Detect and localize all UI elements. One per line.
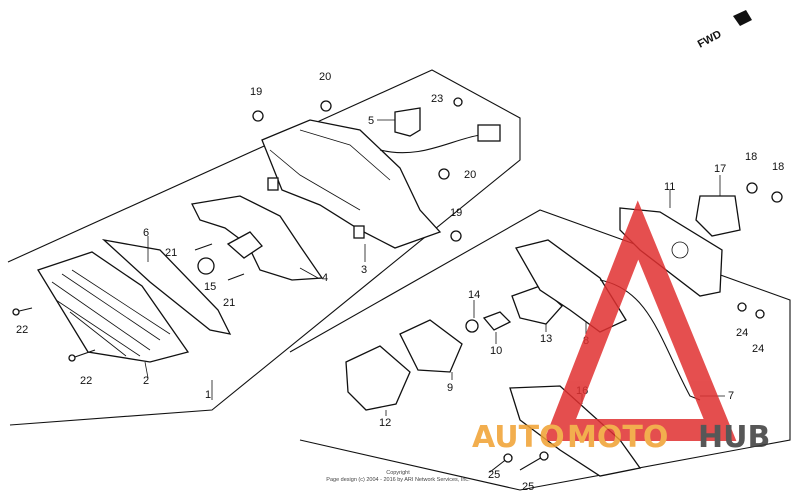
- label-15: 15: [204, 281, 216, 293]
- watermark-auto: AUTO: [472, 420, 565, 455]
- label-5: 5: [368, 115, 374, 127]
- label-3: 3: [361, 264, 367, 276]
- license-socket: [482, 311, 512, 331]
- watermark-triangle-icon: [543, 200, 737, 441]
- label-20b: 20: [464, 169, 476, 181]
- license-lamp: [345, 345, 411, 411]
- label-19b: 19: [450, 207, 462, 219]
- label-11: 11: [664, 181, 675, 193]
- bracket: [394, 107, 421, 137]
- label-25a: 25: [488, 469, 500, 481]
- watermark-moto: MOTO: [567, 420, 668, 455]
- label-13: 13: [540, 333, 552, 345]
- label-17: 17: [714, 163, 726, 175]
- label-24a: 24: [736, 327, 748, 339]
- label-21b: 21: [223, 297, 235, 309]
- bulb-socket: [226, 231, 263, 259]
- rear-reflector: [695, 195, 741, 237]
- harness-wire: [379, 134, 481, 154]
- label-19a: 19: [250, 86, 262, 98]
- label-23: 23: [431, 93, 443, 105]
- fwd-arrow-icon: FWD: [696, 10, 752, 51]
- label-20a: 20: [319, 71, 331, 83]
- label-6: 6: [143, 227, 149, 239]
- fwd-label: FWD: [696, 28, 724, 50]
- label-4: 4: [322, 272, 328, 284]
- label-9: 9: [447, 382, 453, 394]
- label-14: 14: [468, 289, 480, 301]
- automotohub-watermark: AUTO MOTO HUB: [472, 200, 770, 455]
- harness-connector: [477, 124, 501, 142]
- label-21a: 21: [165, 247, 177, 259]
- label-12: 12: [379, 417, 391, 429]
- reflector: [191, 195, 324, 281]
- copyright-line-2: Page design (c) 2004 - 2016 by ARI Netwo…: [326, 477, 470, 483]
- label-7: 7: [728, 390, 734, 402]
- lens-gasket: [101, 238, 232, 335]
- lamp-cover: [399, 319, 463, 373]
- rear-housing-panel: [7, 69, 521, 426]
- license-bulb: [465, 319, 479, 333]
- label-18a: 18: [745, 151, 757, 163]
- rear-housing: [261, 119, 442, 249]
- label-25b: 25: [522, 481, 534, 493]
- tail-lens: [37, 251, 190, 363]
- label-24b: 24: [752, 343, 764, 355]
- screws: [12, 97, 783, 473]
- watermark-hub: HUB: [698, 420, 770, 455]
- label-10: 10: [490, 345, 502, 357]
- label-18b: 18: [772, 161, 784, 173]
- lamp-panel: [289, 209, 791, 491]
- label-1: 1: [205, 389, 211, 401]
- copyright-line-1: Copyright: [386, 470, 410, 476]
- label-2: 2: [143, 375, 149, 387]
- bulb: [197, 257, 215, 275]
- label-22a: 22: [16, 324, 28, 336]
- label-22b: 22: [80, 375, 92, 387]
